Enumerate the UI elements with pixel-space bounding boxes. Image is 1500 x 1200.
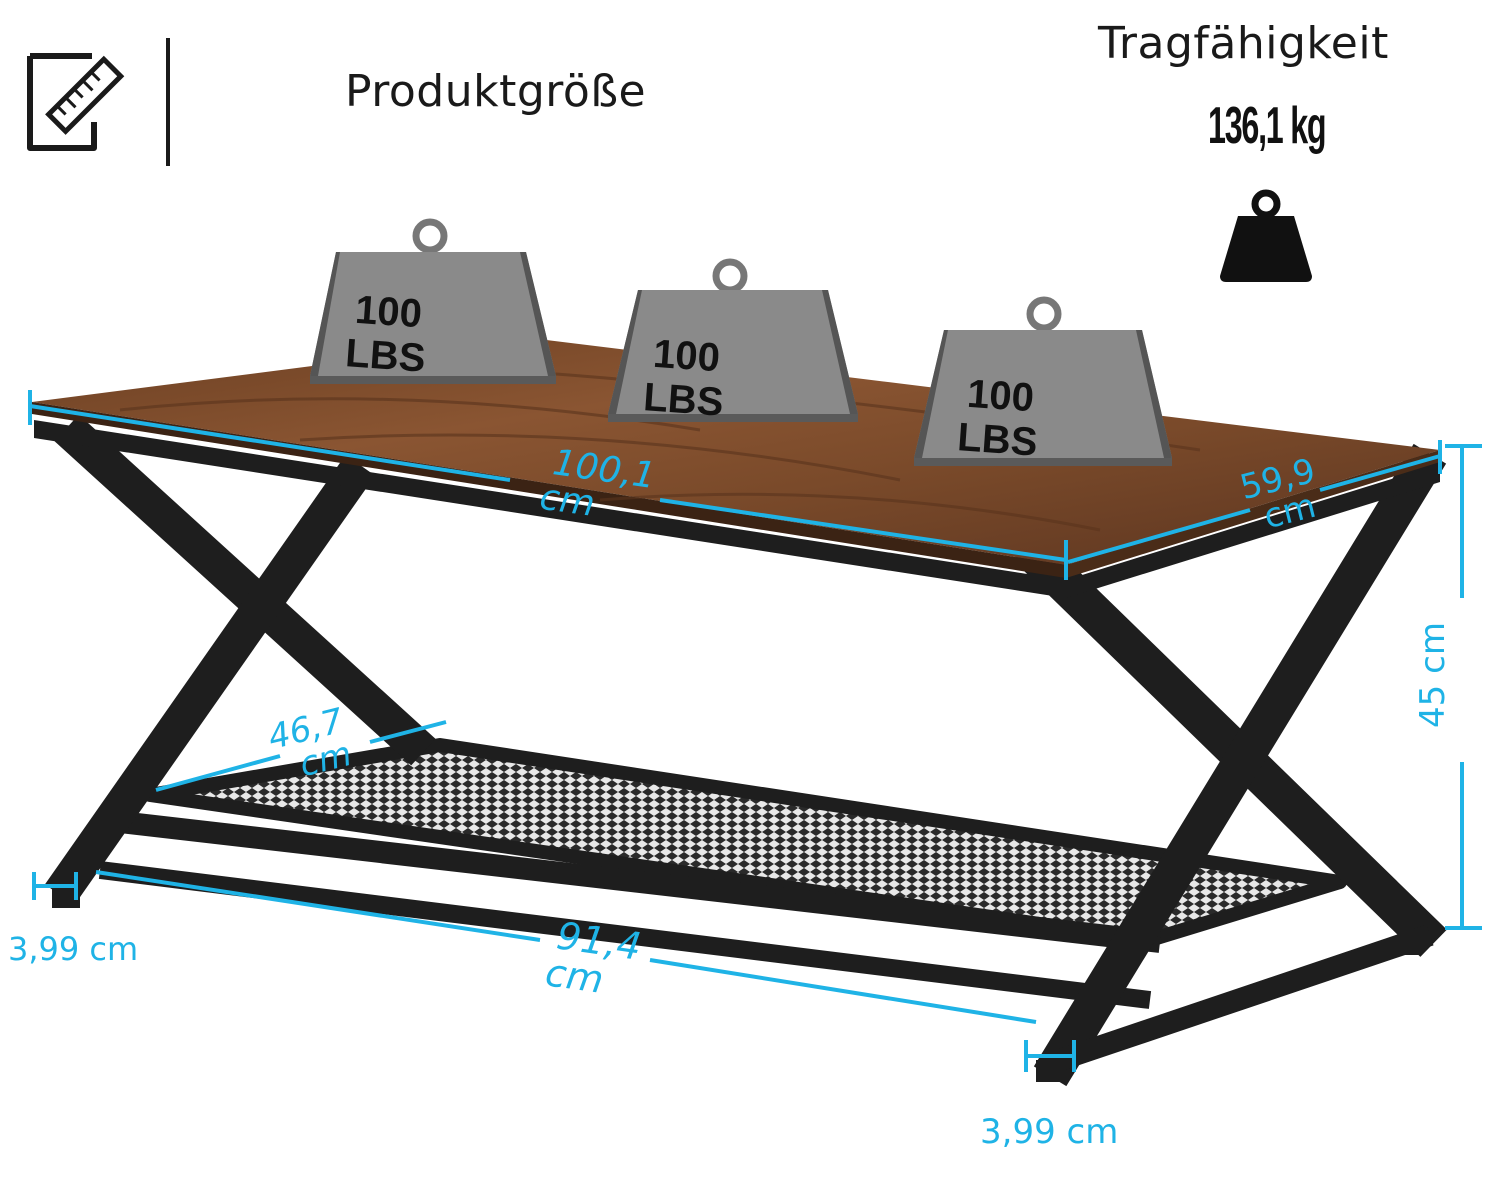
weight-label-1: 100 LBS (339, 287, 435, 381)
dimension-leg-right: 3,99 cm (980, 1112, 1119, 1152)
weight-label-2: 100 LBS (637, 331, 733, 425)
dimension-top-length: 100,1 cm (537, 442, 658, 531)
weight-1-value: 100 (353, 287, 424, 337)
weight-1 (310, 218, 556, 384)
weight-2-unit: LBS (642, 375, 725, 425)
dimension-height: 45 cm (1412, 622, 1453, 728)
right-x-frame (1013, 443, 1447, 1087)
header-divider (166, 38, 170, 166)
foot-right (1036, 1060, 1066, 1082)
tabletop (32, 338, 1440, 565)
ruler-pencil-icon (22, 44, 132, 154)
weight-2-value: 100 (651, 331, 722, 381)
weight-3 (914, 296, 1172, 466)
left-x-frame (44, 414, 436, 906)
dimension-leg-left: 3,99 cm (8, 930, 139, 968)
weight-icon (1216, 186, 1316, 286)
capacity-value: 136,1 kg (1208, 97, 1327, 155)
weight-label-3: 100 LBS (951, 371, 1047, 465)
page-title: Produktgröße (345, 66, 647, 117)
foot-back (1400, 935, 1422, 955)
weight-1-unit: LBS (344, 331, 427, 381)
weight-3-value: 100 (965, 371, 1036, 421)
dimension-bottom-length: 91,4 cm (543, 914, 644, 1003)
weight-2 (608, 258, 858, 422)
dimension-shelf-depth: 46,7 cm (264, 701, 355, 788)
weight-3-unit: LBS (956, 415, 1039, 465)
dimension-top-depth: 59,9 cm (1236, 451, 1327, 538)
capacity-label: Tragfähigkeit (1098, 18, 1389, 69)
